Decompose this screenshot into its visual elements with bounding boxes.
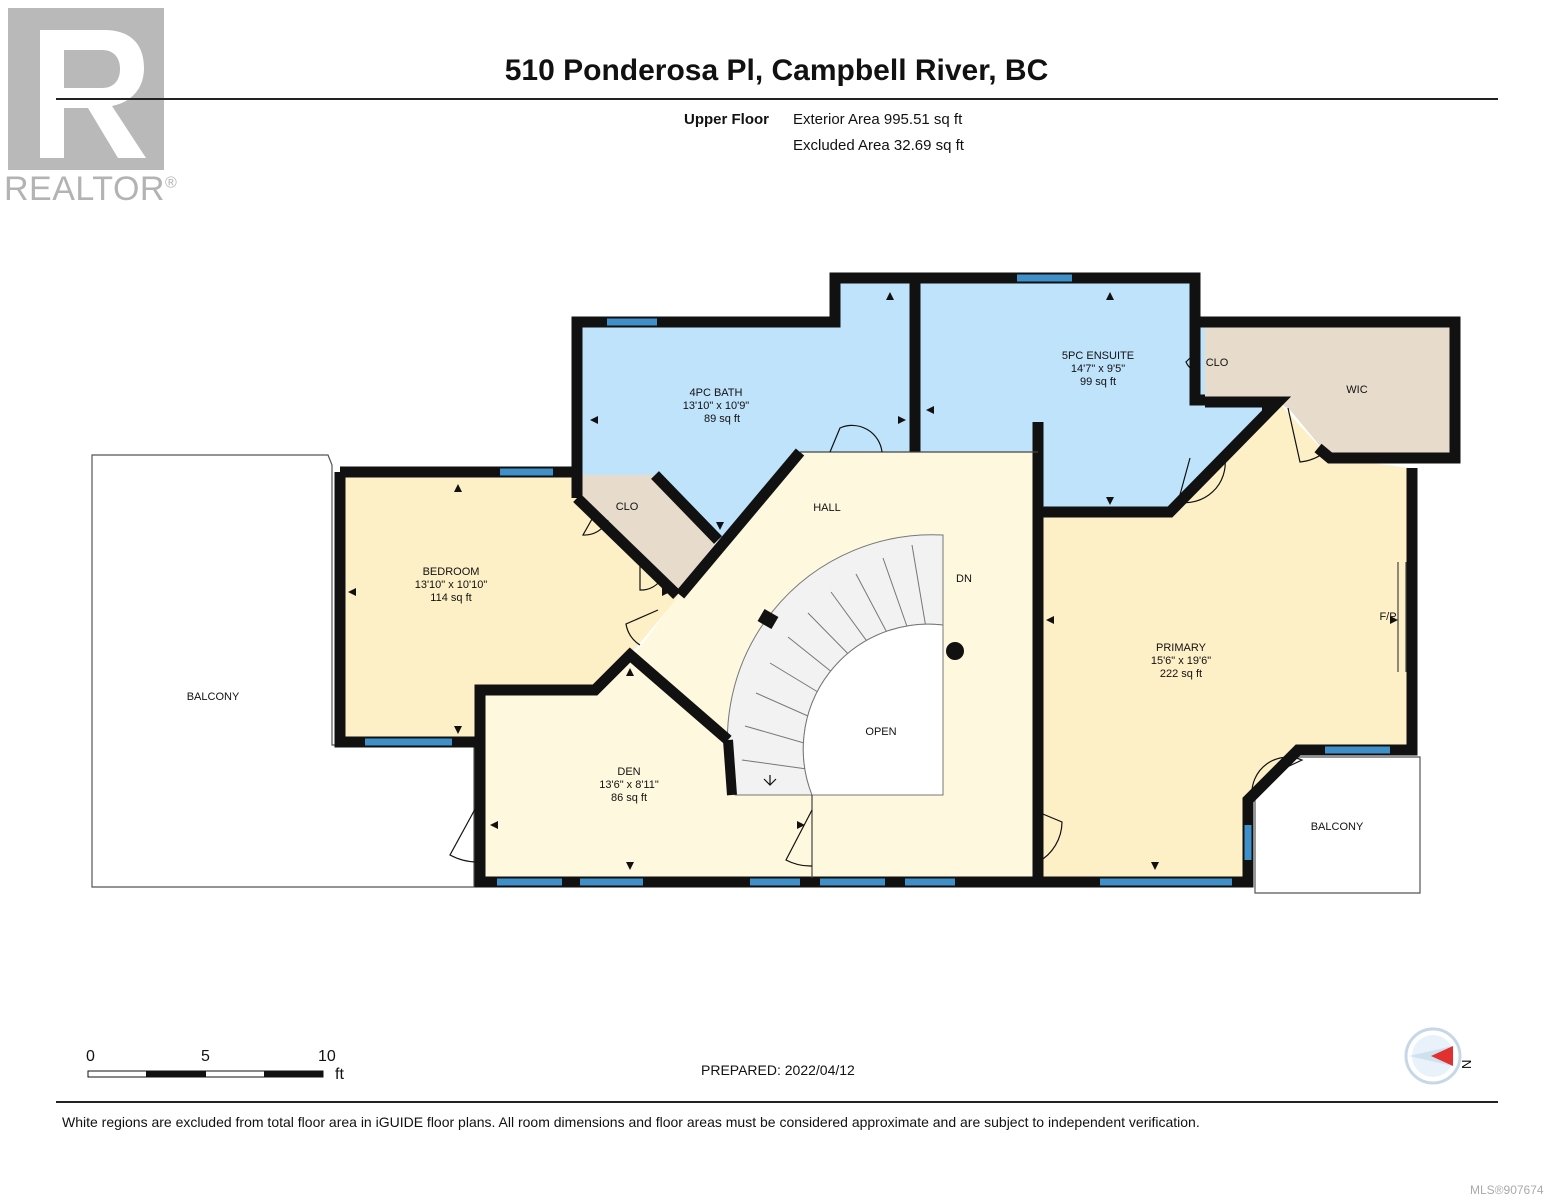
realtor-logo-text: REALTOR® bbox=[4, 170, 178, 208]
balcony-left-label: BALCONY bbox=[187, 691, 240, 703]
closet1-label: CLO bbox=[616, 501, 639, 513]
scale-zero: 0 bbox=[86, 1048, 95, 1065]
ensuite-area bbox=[915, 278, 1278, 512]
bedroom-dims: 13'10" x 10'10" bbox=[415, 579, 488, 591]
prepared-date: PREPARED: 2022/04/12 bbox=[701, 1062, 855, 1078]
compass-icon bbox=[1404, 1027, 1462, 1085]
bath4-dims: 13'10" x 10'9" bbox=[683, 400, 750, 412]
balcony-right-label: BALCONY bbox=[1311, 821, 1364, 833]
primary-area bbox=[1038, 402, 1412, 878]
realtor-logo-mark bbox=[8, 8, 164, 170]
den-dims: 13'6" x 8'11" bbox=[599, 779, 659, 791]
den-area-label: 86 sq ft bbox=[611, 792, 647, 804]
open-label: OPEN bbox=[865, 726, 896, 738]
exterior-area: Exterior Area 995.51 sq ft bbox=[793, 111, 963, 128]
scale-unit: ft bbox=[335, 1066, 344, 1083]
wic-area bbox=[1198, 322, 1455, 458]
open-area bbox=[802, 623, 944, 796]
primary-dims: 15'6" x 19'6" bbox=[1151, 655, 1211, 667]
windows bbox=[365, 274, 1390, 886]
primary-name: PRIMARY bbox=[1156, 642, 1207, 654]
scale-five: 5 bbox=[201, 1048, 210, 1065]
disclaimer-text: White regions are excluded from total fl… bbox=[62, 1114, 1200, 1130]
stair-post bbox=[946, 642, 964, 660]
realtor-r-icon bbox=[8, 8, 164, 170]
ensuite-dims: 14'7" x 9'5" bbox=[1071, 363, 1125, 375]
scale-bar bbox=[87, 1070, 324, 1078]
door-swings bbox=[449, 347, 1326, 867]
den-area bbox=[480, 655, 812, 878]
excluded-area: Excluded Area 32.69 sq ft bbox=[793, 137, 964, 154]
compass-letter: N bbox=[1459, 1060, 1474, 1069]
fireplace-label: F/P bbox=[1379, 611, 1396, 623]
ensuite-area-label: 99 sq ft bbox=[1080, 376, 1116, 388]
bedroom-area-label: 114 sq ft bbox=[430, 592, 471, 604]
mls-number: MLS®907674 bbox=[1470, 1183, 1544, 1197]
ensuite-name: 5PC ENSUITE bbox=[1062, 350, 1134, 362]
scale-ten: 10 bbox=[318, 1048, 336, 1065]
dimension-arrows bbox=[348, 292, 1398, 870]
header-rule bbox=[56, 98, 1498, 100]
bath4-name: 4PC BATH bbox=[690, 387, 743, 399]
footer-rule bbox=[56, 1101, 1498, 1103]
bedroom-name: BEDROOM bbox=[423, 566, 480, 578]
hall-label: HALL bbox=[813, 502, 841, 514]
stair-down-label: DN bbox=[956, 573, 972, 585]
bath4-area-label: 89 sq ft bbox=[704, 413, 740, 425]
floor-label: Upper Floor bbox=[684, 111, 769, 128]
wic-label: WIC bbox=[1346, 384, 1367, 396]
closet2-label: CLO bbox=[1206, 357, 1229, 369]
den-name: DEN bbox=[617, 766, 640, 778]
balcony-right-area bbox=[1254, 756, 1421, 894]
primary-area-label: 222 sq ft bbox=[1160, 668, 1202, 680]
page-title: 510 Ponderosa Pl, Campbell River, BC bbox=[504, 54, 1049, 87]
bedroom-area bbox=[340, 472, 680, 742]
